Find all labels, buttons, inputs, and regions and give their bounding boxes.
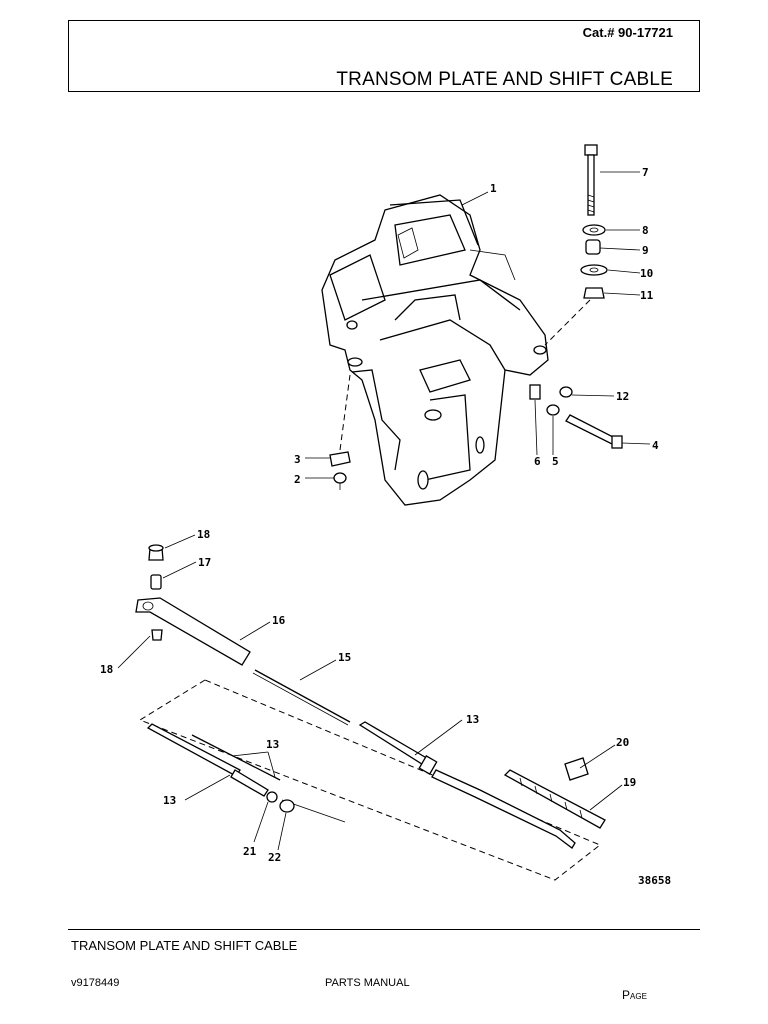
footer-manual-label: PARTS MANUAL (325, 977, 410, 989)
callout-21: 21 (243, 845, 257, 858)
bolt-clip-parts (329, 374, 351, 490)
callout-16: 16 (272, 614, 286, 627)
callout-1: 1 (490, 182, 497, 195)
callout-13-upper: 13 (266, 738, 279, 751)
callout-13-left: 13 (163, 794, 176, 807)
pivot-bolt-parts (529, 384, 623, 449)
callout-13-right: 13 (466, 713, 479, 726)
footer-section-title: TRANSOM PLATE AND SHIFT CABLE (71, 938, 298, 953)
callout-6: 6 (534, 455, 541, 468)
footer-divider (68, 929, 700, 930)
callout-10: 10 (640, 267, 653, 280)
shift-cable-assembly (135, 544, 606, 881)
header-box: Cat.# 90-17721 TRANSOM PLATE AND SHIFT C… (68, 20, 700, 92)
callout-11: 11 (640, 289, 654, 302)
callout-19: 19 (623, 776, 636, 789)
callout-5: 5 (552, 455, 559, 468)
callout-20: 20 (616, 736, 629, 749)
callout-labels: 1 2 3 4 5 6 7 8 9 10 11 12 13 13 13 13 1… (100, 166, 671, 887)
transom-plate-part (321, 194, 549, 506)
callout-17: 17 (198, 556, 211, 569)
callout-7: 7 (642, 166, 649, 179)
callout-3: 3 (294, 453, 301, 466)
drawing-number: 38658 (638, 874, 671, 887)
callout-4: 4 (652, 439, 659, 452)
footer-page-label: Page (622, 988, 647, 1002)
footer-document-code: v9178449 (71, 977, 120, 989)
callout-18-bottom: 18 (100, 663, 113, 676)
leader-lines (117, 171, 651, 851)
callout-22: 22 (268, 851, 281, 864)
catalog-number: Cat.# 90-17721 (582, 25, 673, 40)
callout-18-top: 18 (197, 528, 210, 541)
exploded-parts-diagram: 1 2 3 4 5 6 7 8 9 10 11 12 13 13 13 13 1… (100, 144, 671, 887)
callout-2: 2 (294, 473, 301, 486)
callout-12: 12 (616, 390, 629, 403)
callout-8: 8 (642, 224, 649, 237)
page-title: TRANSOM PLATE AND SHIFT CABLE (336, 69, 673, 90)
hardware-stack (544, 144, 608, 346)
callout-9: 9 (642, 244, 649, 257)
callout-15: 15 (338, 651, 351, 664)
